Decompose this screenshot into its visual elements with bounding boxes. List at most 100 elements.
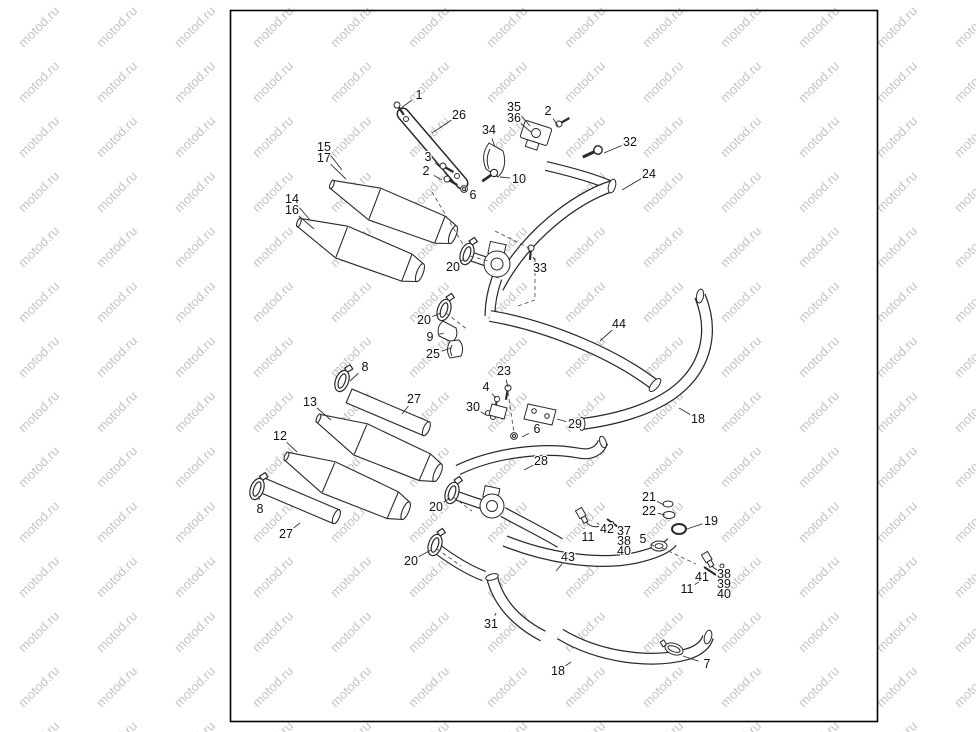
leader-line xyxy=(555,563,563,572)
callout-number: 38 xyxy=(617,534,631,548)
callout-number: 40 xyxy=(617,544,631,558)
nut-6-top xyxy=(460,185,468,193)
callout-number: 44 xyxy=(612,317,626,331)
callout-number: 28 xyxy=(534,454,548,468)
leader-line xyxy=(494,612,497,616)
callout-number: 27 xyxy=(407,392,421,406)
callout-number: 22 xyxy=(642,504,656,518)
callout-number: 8 xyxy=(257,502,264,516)
leader-line xyxy=(491,393,497,399)
leader-line xyxy=(556,418,567,423)
callout-number: 11 xyxy=(681,582,694,596)
callout-number: 38 xyxy=(717,567,731,581)
callout-number: 39 xyxy=(717,577,731,591)
callout-number: 33 xyxy=(533,261,547,275)
callout-number: 8 xyxy=(362,360,369,374)
callout-number: 9 xyxy=(427,330,434,344)
leader-line xyxy=(460,258,465,263)
leader-line xyxy=(480,411,487,416)
leader-line xyxy=(286,441,298,453)
callout-number: 30 xyxy=(466,400,480,414)
crossover-lower xyxy=(479,485,505,519)
leader-line xyxy=(694,581,700,585)
leader-line xyxy=(418,549,432,558)
leader-line xyxy=(330,163,347,180)
leader-line xyxy=(621,178,642,191)
callout-number: 36 xyxy=(507,111,521,125)
assembly-axis-lines xyxy=(431,191,697,567)
callout-number: 27 xyxy=(279,527,293,541)
leader-line xyxy=(329,153,343,171)
leader-line xyxy=(650,543,655,547)
callout-number: 21 xyxy=(642,490,656,504)
leader-line xyxy=(401,405,409,415)
callout-number: 18 xyxy=(691,412,705,426)
leader-line xyxy=(298,215,315,230)
leader-line xyxy=(565,661,572,667)
callout-number: 6 xyxy=(470,188,477,202)
callout-number: 20 xyxy=(429,500,443,514)
ring-19 xyxy=(671,523,687,535)
callout-number: 1 xyxy=(416,88,423,102)
leader-line xyxy=(438,332,445,335)
callout-number: 7 xyxy=(704,657,711,671)
leader-line xyxy=(603,145,622,154)
leader-line xyxy=(491,138,496,148)
callout-number: 13 xyxy=(303,395,317,409)
leader-line xyxy=(349,372,359,382)
leader-line xyxy=(434,162,442,169)
leader-line xyxy=(521,432,530,438)
leader-line xyxy=(656,500,665,506)
tailpipe-18-bottom xyxy=(560,629,713,658)
callout-number: 16 xyxy=(285,203,299,217)
callout-number: 11 xyxy=(582,530,595,544)
callout-number: 20 xyxy=(417,313,431,327)
callout-number: 24 xyxy=(642,167,656,181)
leader-line xyxy=(443,497,451,503)
callout-number: 14 xyxy=(285,192,299,206)
leader-line xyxy=(678,407,691,415)
leader-line xyxy=(552,118,559,127)
leader-line xyxy=(682,655,699,662)
callout-number: 32 xyxy=(623,135,637,149)
leader-line xyxy=(400,99,412,109)
pipe-44 xyxy=(490,278,662,393)
callout-number: 20 xyxy=(404,554,418,568)
pipe-28 xyxy=(458,435,608,470)
leader-line xyxy=(657,512,666,516)
heat-shield-34 xyxy=(483,142,506,178)
bracket-30 xyxy=(488,403,508,420)
pipe-31 xyxy=(436,548,543,636)
callout-number: 19 xyxy=(704,514,718,528)
callout-number: 37 xyxy=(617,524,631,538)
leader-line xyxy=(432,312,442,317)
callout-number: 2 xyxy=(545,104,552,118)
callout-number: 18 xyxy=(551,664,565,678)
callout-number: 42 xyxy=(600,522,614,536)
callout-number: 20 xyxy=(446,260,460,274)
header-pipe-24 xyxy=(498,166,617,288)
part-25 xyxy=(447,339,464,359)
exhaust-valve-upper xyxy=(483,240,511,278)
studs-41-38-39-40 xyxy=(703,563,725,576)
callout-number: 41 xyxy=(695,570,709,584)
callout-number: 17 xyxy=(317,151,331,165)
leader-line xyxy=(520,123,532,133)
callout-number: 2 xyxy=(423,164,430,178)
leader-line xyxy=(441,347,452,352)
leader-line xyxy=(532,256,536,261)
exhaust-art xyxy=(246,99,726,659)
leader-line xyxy=(292,522,301,529)
leader-line xyxy=(316,407,332,421)
callout-number: 12 xyxy=(273,429,287,443)
studs-37-38-40 xyxy=(606,518,619,528)
callout-number: 25 xyxy=(426,347,440,361)
leader-line xyxy=(523,464,534,471)
callout-number: 34 xyxy=(482,123,496,137)
callout-number: 40 xyxy=(717,587,731,601)
callout-number: 15 xyxy=(317,140,331,154)
callout-number: 26 xyxy=(452,108,466,122)
callout-number: 5 xyxy=(640,532,647,546)
